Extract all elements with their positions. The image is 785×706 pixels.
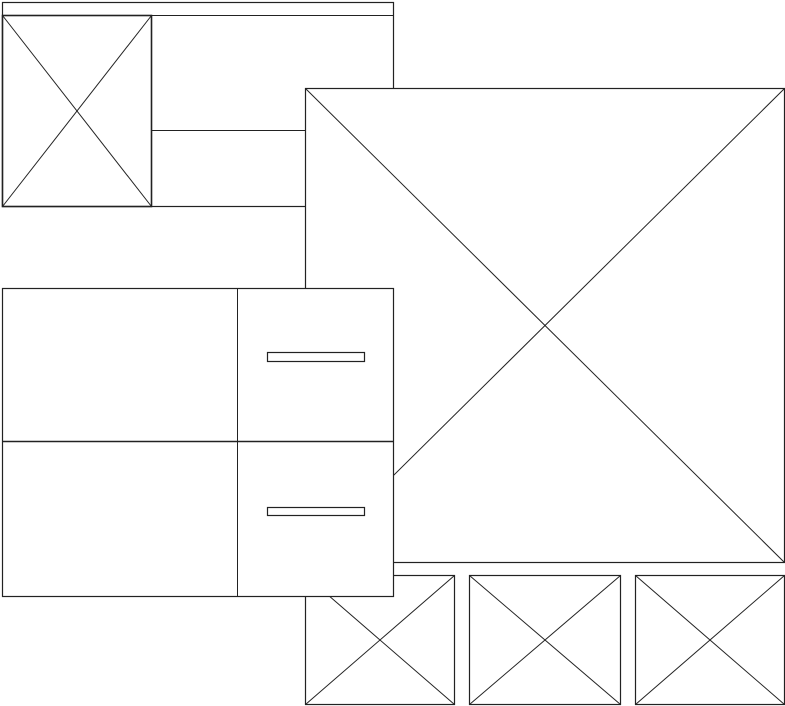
form-panel [1, 287, 395, 598]
image-placeholder-icon [1, 14, 153, 208]
thumbnail-3-icon[interactable] [634, 574, 785, 706]
input-field-1[interactable] [266, 351, 366, 363]
input-field-2[interactable] [266, 506, 366, 517]
thumbnail-2-icon[interactable] [468, 574, 622, 706]
